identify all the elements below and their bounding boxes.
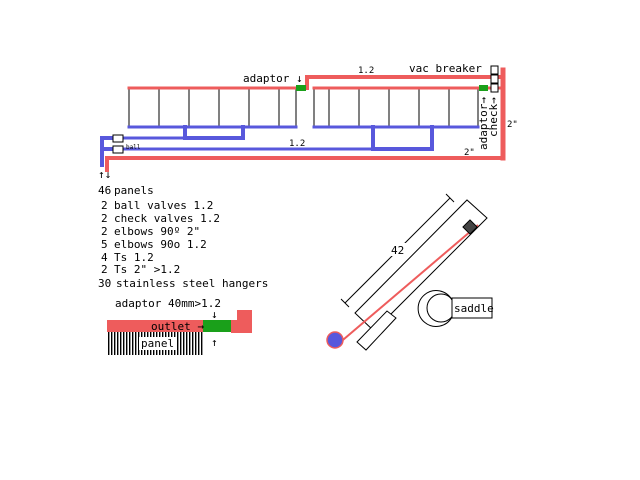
vac-breaker-check-valves — [490, 65, 499, 93]
hot-pipes — [105, 67, 506, 172]
parts-item: panels — [114, 184, 154, 197]
ball-valve-lower — [112, 145, 124, 154]
parts-qty: 2 — [101, 199, 108, 212]
vac-breaker-label: vac breaker — [409, 62, 482, 75]
dimension-line — [340, 193, 455, 308]
adaptor-vertical-label: adaptor→ — [477, 97, 490, 150]
arrow-up: ↑ — [211, 336, 218, 349]
bottom-pipe-size: 2" — [464, 148, 475, 158]
adaptor-detail-title: adaptor 40mm>1.2 — [115, 297, 221, 310]
adaptor-label: adaptor ↓ — [243, 72, 303, 85]
parts-item: stainless steel hangers — [116, 277, 268, 290]
parts-item: check valves 1.2 — [114, 212, 220, 225]
parts-item: ball valves 1.2 — [114, 199, 213, 212]
saddle-hanger: saddle — [417, 290, 494, 327]
parts-qty: 30 — [98, 277, 111, 290]
parts-qty: 4 — [101, 251, 108, 264]
parts-qty: 46 — [98, 184, 111, 197]
ball-label: ball — [126, 144, 141, 151]
length-label: 42 — [391, 244, 404, 257]
parts-qty: 5 — [101, 238, 108, 251]
flow-arrows: ↑↓ — [98, 168, 111, 181]
parts-qty: 2 — [101, 212, 108, 225]
outlet-label: outlet → — [151, 320, 204, 333]
adaptor-fitting-right — [479, 85, 488, 91]
cold-pipes — [100, 125, 480, 167]
parts-item: Ts 2" >1.2 — [114, 263, 180, 276]
right-pipe-size: 2" — [507, 120, 518, 130]
middle-pipe-size: 1.2 — [289, 139, 305, 149]
parts-item: elbows 90o 1.2 — [114, 238, 207, 251]
parts-item: elbows 90º 2" — [114, 225, 200, 238]
panel-label: panel — [141, 337, 174, 350]
parts-item: Ts 1.2 — [114, 251, 154, 264]
check-vertical-label: check→ — [487, 97, 500, 137]
parts-qty: 2 — [101, 225, 108, 238]
end-cap — [462, 219, 478, 235]
left-panel-bank — [128, 87, 297, 128]
arrow-down: ↓ — [211, 308, 218, 321]
adaptor-detail: adaptor 40mm>1.2 ↓ outlet → panel ↑ — [107, 297, 252, 355]
top-pipe-size: 1.2 — [358, 66, 374, 76]
parts-qty: 2 — [101, 263, 108, 276]
right-panel-bank — [313, 87, 479, 128]
adaptor-fitting-left — [296, 85, 306, 91]
saddle-label: saddle — [454, 302, 494, 315]
ball-valve-upper — [112, 134, 124, 143]
collector-side-view: 42 saddle — [326, 193, 494, 351]
manifold-pipe — [326, 331, 344, 349]
